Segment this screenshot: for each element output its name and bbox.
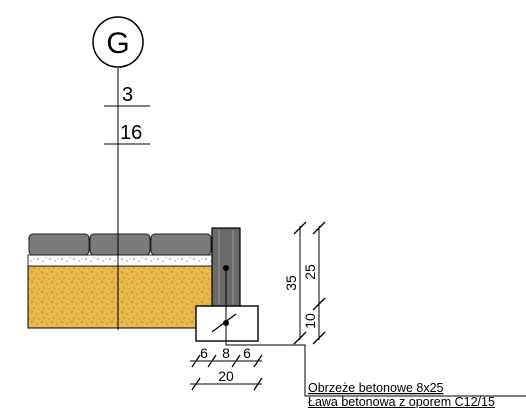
dimension-height-total xyxy=(293,221,307,345)
legend-item-footing: Ława betonowa z oporem C12/15 xyxy=(308,395,495,408)
layer-thickness-second: 16 xyxy=(120,122,142,144)
paver-block xyxy=(28,233,90,256)
dimension-height-footing-label: 10 xyxy=(302,313,318,329)
legend-leader-line xyxy=(225,340,526,397)
curb-axis-point xyxy=(223,265,229,271)
paver-block xyxy=(89,233,151,256)
concrete-footing xyxy=(195,305,259,342)
section-marker-letter: G xyxy=(106,27,129,60)
dimension-width-mid-label: 8 xyxy=(222,345,230,361)
dimension-width-left-label: 6 xyxy=(200,345,208,361)
dimension-height-total-label: 35 xyxy=(283,275,299,291)
dimension-width-parts xyxy=(190,354,263,368)
dimension-width-right-label: 6 xyxy=(243,345,251,361)
layer-thickness-top: 3 xyxy=(122,84,133,106)
paver-block xyxy=(150,233,212,256)
paver-row xyxy=(28,233,212,256)
dimension-width-total-label: 20 xyxy=(218,368,234,384)
bedding-layer xyxy=(27,254,213,267)
dimension-height-curb-label: 25 xyxy=(302,264,318,280)
dimension-width-total xyxy=(190,377,263,391)
footing-axis-point xyxy=(223,320,229,326)
section-marker-circle xyxy=(92,16,144,68)
dimension-height-curb-footing xyxy=(312,221,326,345)
sand-base-layer xyxy=(27,265,213,329)
legend-item-curb: Obrzeże betonowe 8x25 xyxy=(308,381,444,395)
